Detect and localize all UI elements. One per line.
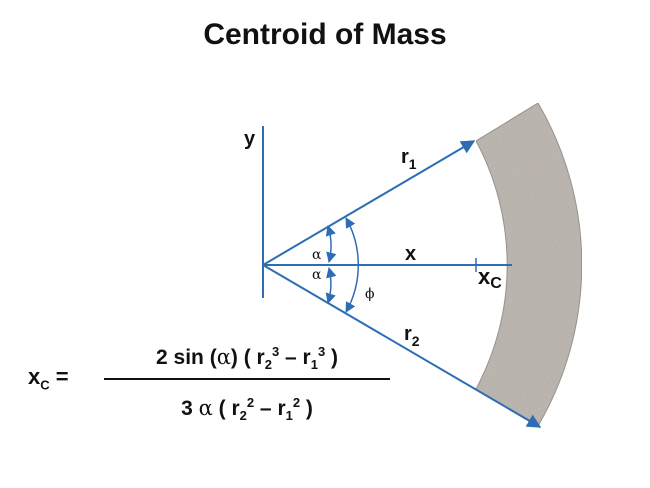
xc-label-sub: C: [490, 275, 502, 292]
r1-label-sub: 1: [409, 156, 417, 172]
den-part-b: ( r: [212, 397, 240, 420]
num-r2-sup: 3: [271, 344, 280, 359]
den-r2-sub: 2: [239, 408, 247, 424]
x-axis-label: x: [405, 243, 416, 265]
alpha-arc-top: [325, 224, 337, 264]
formula-denominator: 3 α ( r22 – r12 ): [102, 395, 392, 423]
fraction-bar: [104, 378, 390, 380]
phi-arc: [345, 217, 359, 313]
den-r1-sup: 2: [292, 395, 301, 410]
r2-label-sub: 2: [412, 333, 420, 349]
r1-line: [262, 140, 476, 266]
phi-label: ϕ: [365, 286, 375, 302]
num-part-c: ): [325, 346, 338, 369]
formula-numerator: 2 sin (α) ( r23 – r13 ): [102, 344, 392, 372]
den-r1-sub: 1: [285, 408, 293, 424]
r2-line: [262, 264, 542, 428]
r2-label: r2: [404, 323, 420, 349]
r2-label-base: r: [404, 323, 412, 345]
formula-equals: =: [55, 364, 69, 389]
num-part-b: ) ( r: [230, 346, 265, 369]
formula-lhs-sub: C: [40, 377, 50, 393]
page-title: Centroid of Mass: [203, 18, 447, 51]
r1-label: r1: [401, 146, 417, 172]
num-r2-sub: 2: [264, 357, 272, 373]
r1-label-base: r: [401, 146, 409, 168]
alpha-label-top: α: [312, 247, 322, 263]
xc-label-base: x: [478, 264, 491, 289]
den-part-c: ): [300, 397, 313, 420]
alpha-arc-bottom: [325, 266, 337, 305]
num-part-a: 2 sin (: [156, 346, 217, 369]
formula-lhs: xC =: [28, 364, 69, 392]
num-r1-sup: 3: [317, 344, 326, 359]
den-part-a: 3: [181, 397, 199, 420]
num-minus: – r: [279, 346, 311, 369]
xc-label: xC: [478, 264, 502, 292]
formula-lhs-base: x: [28, 364, 41, 389]
den-r2-sup: 2: [246, 395, 255, 410]
alpha-label-bottom: α: [312, 267, 322, 283]
annular-sector: [475, 102, 583, 427]
den-alpha: α: [198, 396, 213, 420]
y-axis-label: y: [244, 128, 256, 150]
num-alpha: α: [216, 345, 231, 369]
den-minus: – r: [254, 397, 286, 420]
num-r1-sub: 1: [310, 357, 318, 373]
